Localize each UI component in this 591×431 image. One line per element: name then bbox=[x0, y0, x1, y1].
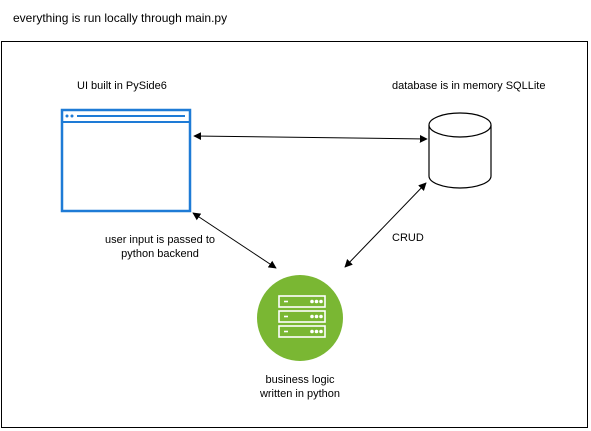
ui-db-connector bbox=[193, 132, 428, 143]
ui-logic-connector bbox=[192, 212, 277, 269]
logic-label-line1: business logic bbox=[265, 374, 335, 386]
ui-logic-edge-label-line2: python backend bbox=[121, 248, 199, 260]
logic-label: business logic written in python bbox=[240, 373, 360, 401]
ui-label: UI built in PySide6 bbox=[77, 80, 167, 92]
ui-logic-edge-label: user input is passed to python backend bbox=[90, 233, 230, 261]
logic-label-line2: written in python bbox=[259, 388, 341, 400]
database-label: database is in memory SQLLite bbox=[392, 80, 546, 92]
diagram-title: everything is run locally through main.p… bbox=[13, 11, 228, 25]
crud-edge-label: CRUD bbox=[392, 232, 424, 244]
server-rack-icon bbox=[257, 275, 343, 361]
db-logic-connector bbox=[344, 182, 427, 268]
ui-logic-edge-label-line1: user input is passed to bbox=[104, 234, 216, 246]
system-boundary-frame bbox=[1, 41, 588, 428]
database-cylinder-icon bbox=[428, 112, 492, 189]
browser-window-icon bbox=[60, 108, 192, 213]
